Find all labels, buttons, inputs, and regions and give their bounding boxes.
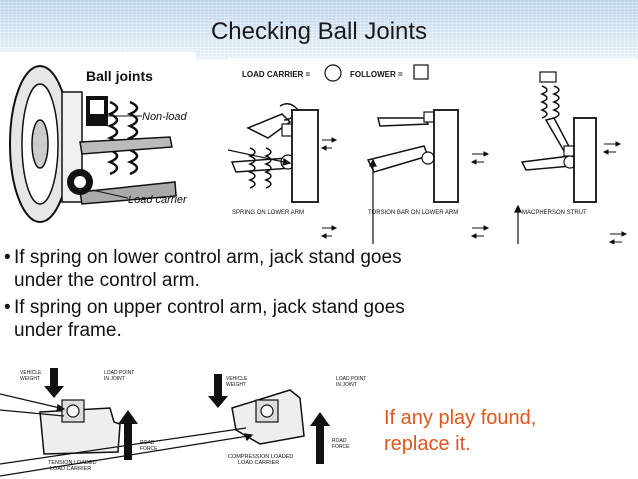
vehicle-weight-label: WEIGHT xyxy=(20,376,40,382)
ball-joints-figure: Ball joints Non-load Load carrier xyxy=(0,52,196,230)
bullet-item: •If spring on lower control arm, jack st… xyxy=(4,246,534,292)
bullet-line-continued: under the control arm. xyxy=(14,270,200,291)
bullet-list: •If spring on lower control arm, jack st… xyxy=(4,246,534,346)
legend-follower: FOLLOWER = xyxy=(350,70,403,79)
tension-loaded-caption: LOAD CARRIER xyxy=(50,466,91,472)
load-carrier-symbol xyxy=(324,64,342,82)
down-arrow-icon xyxy=(44,368,64,398)
road-force-label: ROAD xyxy=(332,438,347,444)
replace-note: If any play found, replace it. xyxy=(384,405,594,457)
load-point-label: LOAD POINT xyxy=(104,370,134,376)
note-line: replace it. xyxy=(384,433,471,455)
suspension-types-figure: LOAD CARRIER = FOLLOWER = SPRING ON LOWE… xyxy=(228,58,636,244)
follower-symbol xyxy=(413,64,429,80)
compression-loaded-caption: COMPRESSION LOADED xyxy=(228,454,293,460)
bullet-line: If spring on lower control arm, jack sta… xyxy=(14,247,402,268)
title-band xyxy=(0,0,638,60)
non-load-label: Non-load xyxy=(142,111,188,123)
load-carrier-label: Load carrier xyxy=(128,194,188,206)
compression-loaded-caption: LOAD CARRIER xyxy=(238,460,279,466)
caption-spring-lower-arm: SPRING ON LOWER ARM xyxy=(232,210,304,216)
load-point-label: LOAD POINT xyxy=(336,376,366,382)
road-force-label: FORCE xyxy=(140,446,158,452)
bullet-line: If spring on upper control arm, jack sta… xyxy=(14,297,405,318)
vehicle-weight-label: VEHICLE xyxy=(226,376,248,382)
ball-joints-drawing: Ball joints Non-load Load carrier xyxy=(9,65,188,223)
road-force-label: FORCE xyxy=(332,444,350,450)
load-carrier-figure: VEHICLE WEIGHT LOAD POINT IN JOINT ROAD … xyxy=(0,364,382,479)
bullet-item: •If spring on upper control arm, jack st… xyxy=(4,296,534,342)
bullet-marker: • xyxy=(4,247,11,268)
tension-loaded-caption: TENSION LOADED xyxy=(48,460,97,466)
down-arrow-icon xyxy=(208,374,228,408)
load-point-label: IN JOINT xyxy=(336,382,357,388)
slide-title: Checking Ball Joints xyxy=(210,18,428,45)
vehicle-weight-label: VEHICLE xyxy=(20,370,42,376)
vehicle-weight-label: WEIGHT xyxy=(226,382,246,388)
caption-torsion-bar: TORSION BAR ON LOWER ARM xyxy=(368,210,458,216)
up-arrow-icon xyxy=(310,412,330,464)
bullet-marker: • xyxy=(4,297,11,318)
load-point-label: IN JOINT xyxy=(104,376,125,382)
note-line: If any play found, xyxy=(384,407,537,429)
up-arrow-icon xyxy=(118,410,138,460)
suspension-types-drawing: LOAD CARRIER = FOLLOWER = SPRING ON LOWE… xyxy=(228,64,628,244)
caption-macpherson-strut: MACPHERSON STRUT xyxy=(522,210,587,216)
load-carrier-drawing: VEHICLE WEIGHT LOAD POINT IN JOINT ROAD … xyxy=(0,368,366,477)
legend-load-carrier: LOAD CARRIER = xyxy=(242,70,311,79)
ball-joints-heading: Ball joints xyxy=(86,68,153,84)
bullet-line-continued: under frame. xyxy=(14,320,122,341)
